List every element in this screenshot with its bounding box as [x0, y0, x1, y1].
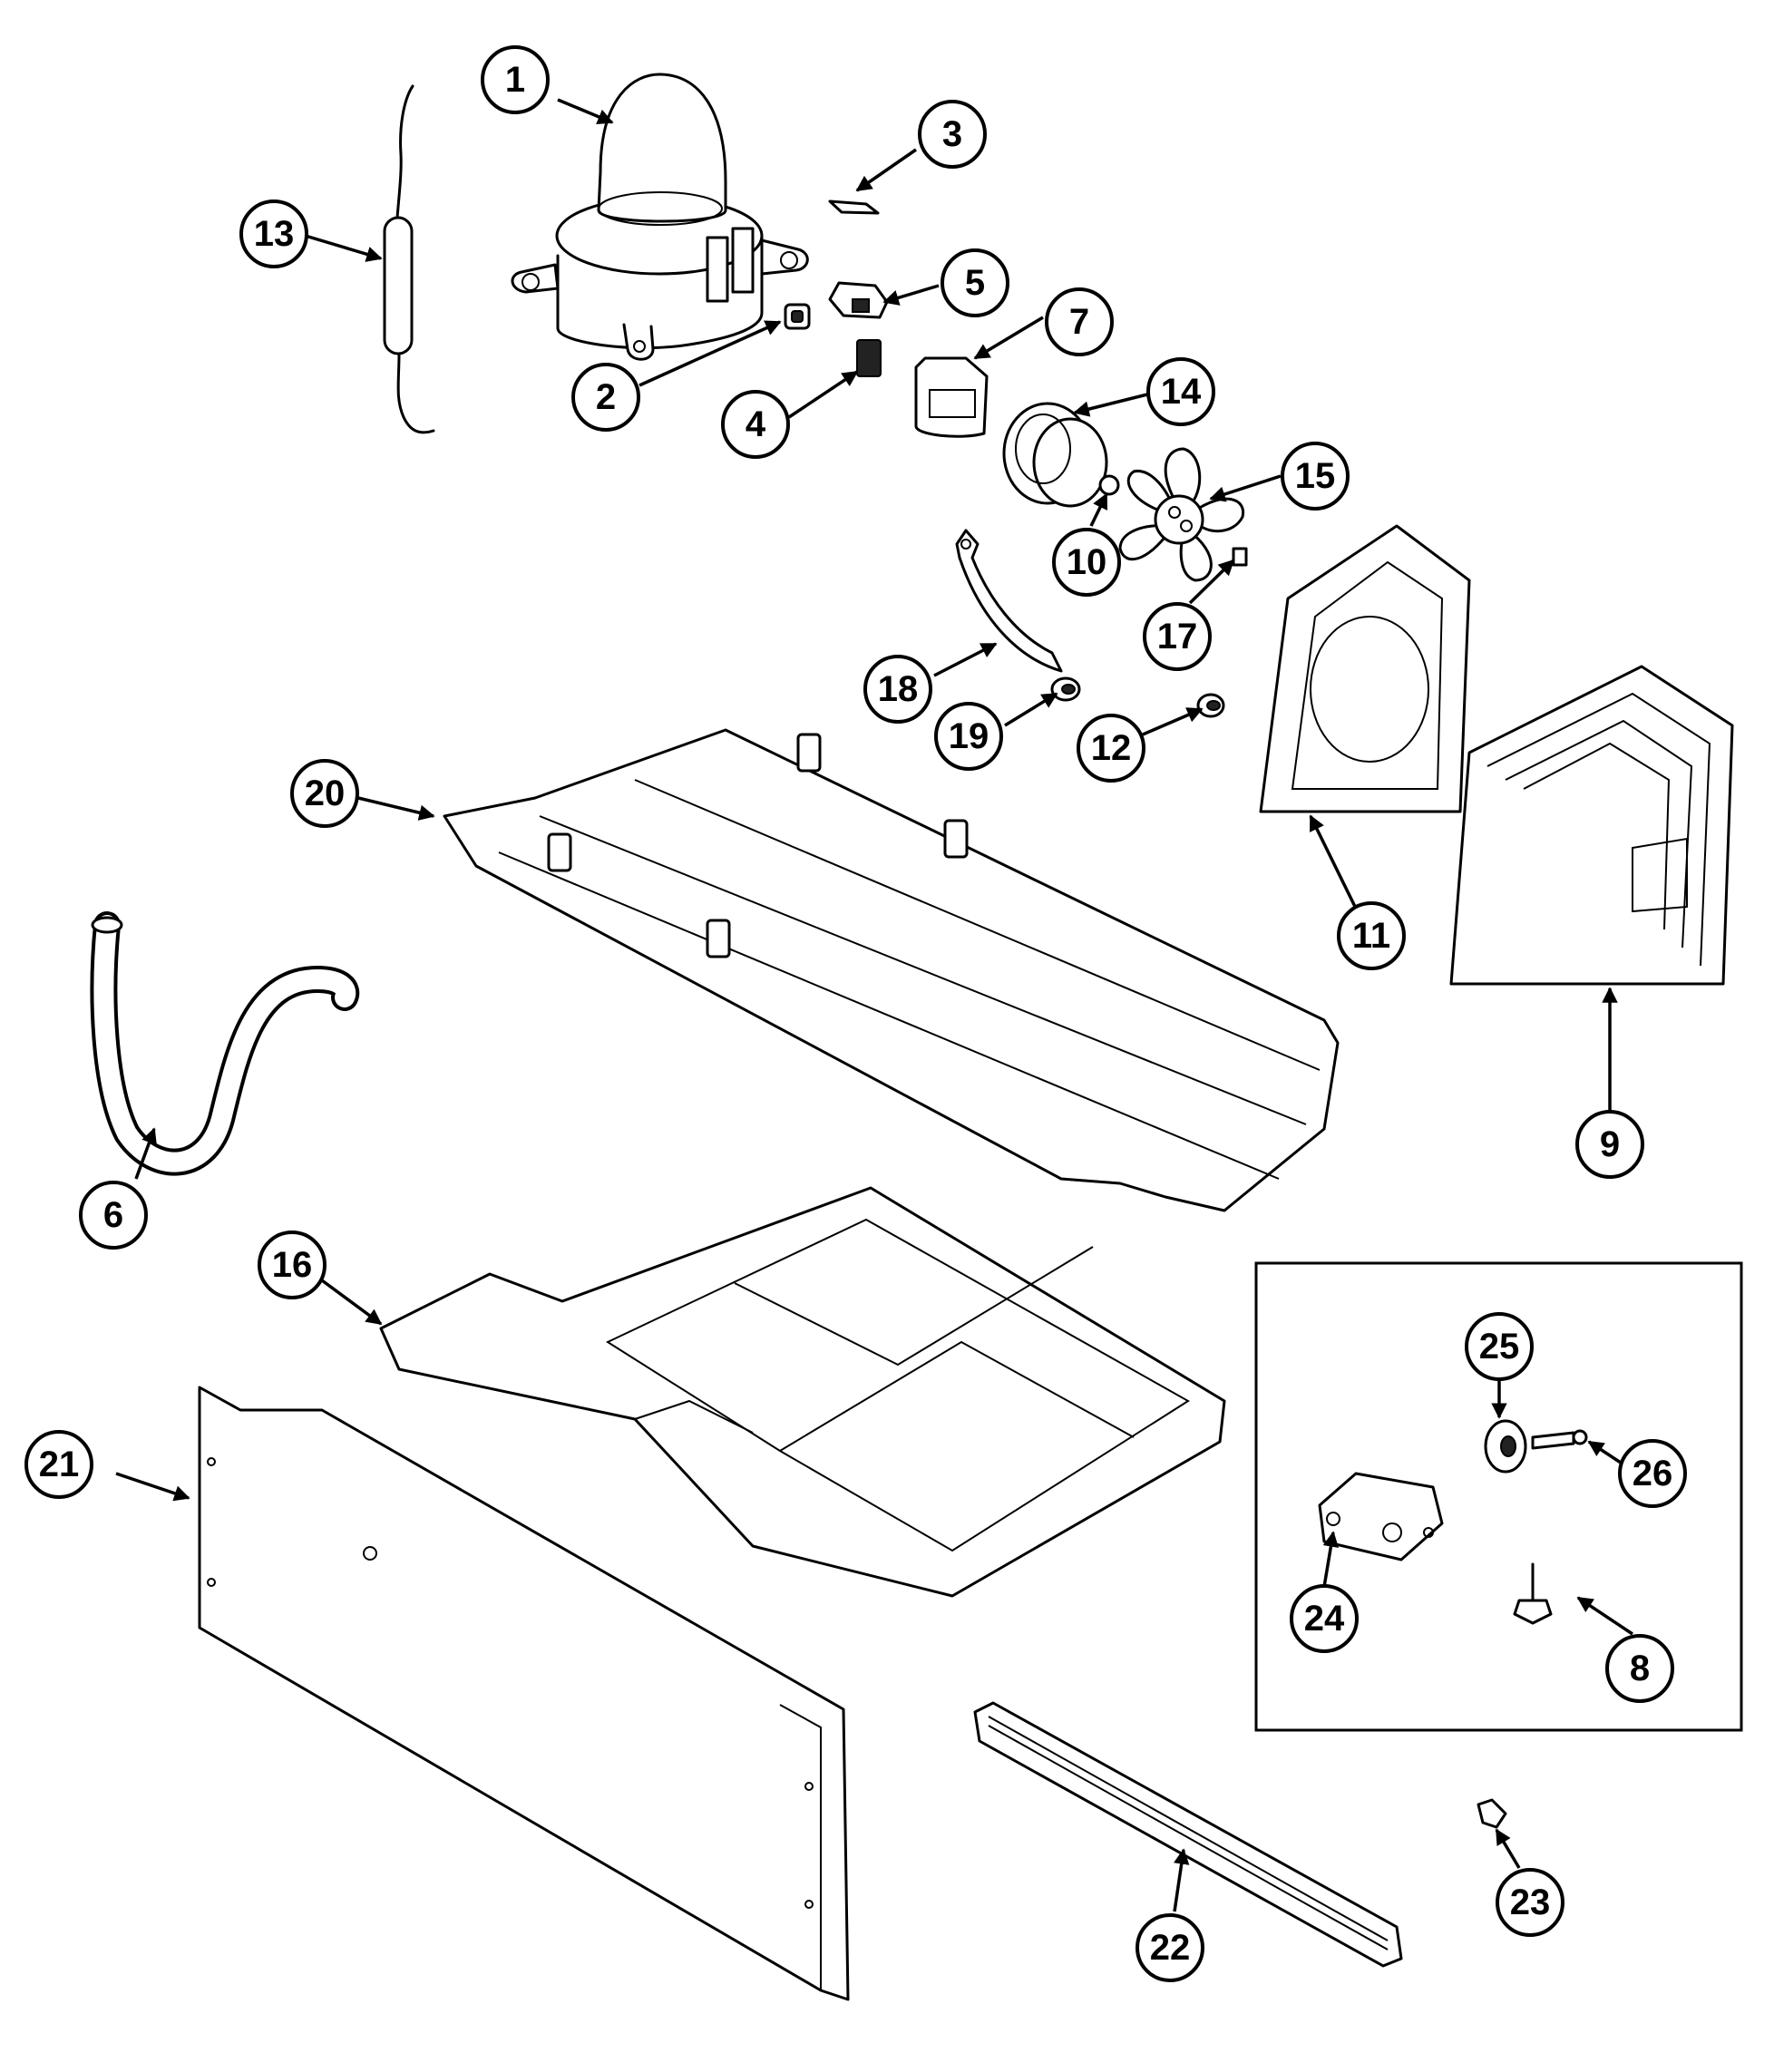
- part-7-relay: [914, 356, 989, 438]
- callout-21: 21: [24, 1430, 93, 1499]
- svg-text:8: 8: [1630, 1649, 1650, 1688]
- callout-18: 18: [863, 655, 932, 724]
- part-23-clip: [1477, 1798, 1507, 1829]
- callout-8: 8: [1605, 1634, 1674, 1703]
- svg-text:26: 26: [1633, 1454, 1673, 1493]
- svg-text:2: 2: [596, 377, 616, 417]
- svg-text:22: 22: [1150, 1928, 1191, 1968]
- part-22-grille: [973, 1701, 1403, 1968]
- callout-20: 20: [290, 759, 359, 828]
- svg-text:19: 19: [949, 716, 989, 756]
- callout-6: 6: [79, 1181, 148, 1250]
- svg-text:15: 15: [1295, 456, 1336, 496]
- part-26-axle-pin: [1531, 1429, 1588, 1450]
- part-16-drain-pan: [379, 1186, 1226, 1598]
- svg-text:24: 24: [1304, 1599, 1345, 1639]
- callout-14: 14: [1146, 357, 1215, 426]
- callout-26: 26: [1618, 1439, 1687, 1508]
- part-21-front-panel: [198, 1386, 850, 2001]
- callout-2: 2: [571, 363, 640, 432]
- callout-9: 9: [1575, 1110, 1644, 1179]
- svg-text:4: 4: [746, 404, 766, 444]
- part-17-clip: [1232, 547, 1248, 567]
- svg-text:7: 7: [1069, 302, 1089, 342]
- svg-text:6: 6: [103, 1195, 123, 1235]
- part-18-bracket: [955, 529, 1063, 673]
- inset-box: [1254, 1261, 1743, 1732]
- svg-text:16: 16: [272, 1245, 313, 1285]
- callout-15: 15: [1281, 442, 1350, 511]
- part-14-fan-motor: [1002, 402, 1108, 508]
- part-25-wheel: [1484, 1419, 1527, 1474]
- part-3-clip: [828, 199, 880, 215]
- part-11-shroud: [1259, 524, 1471, 813]
- svg-text:5: 5: [965, 263, 985, 303]
- svg-text:21: 21: [39, 1445, 80, 1484]
- callout-7: 7: [1045, 287, 1114, 356]
- callout-25: 25: [1465, 1312, 1534, 1381]
- part-4-connector: [856, 339, 882, 377]
- callout-4: 4: [721, 390, 790, 459]
- svg-text:14: 14: [1161, 372, 1202, 412]
- callout-5: 5: [941, 248, 1009, 317]
- part-24-roller-assembly: [1318, 1472, 1444, 1561]
- leader-lines: [115, 98, 1633, 1912]
- part-13-drier: [383, 84, 435, 434]
- svg-text:11: 11: [1352, 916, 1390, 956]
- svg-text:10: 10: [1067, 542, 1107, 582]
- callout-11: 11: [1337, 901, 1406, 970]
- callout-3: 3: [918, 100, 987, 169]
- svg-text:20: 20: [305, 773, 346, 813]
- callout-23: 23: [1496, 1868, 1564, 1937]
- callout-16: 16: [258, 1231, 327, 1299]
- svg-text:23: 23: [1510, 1882, 1551, 1922]
- svg-text:13: 13: [254, 214, 295, 254]
- part-20-base: [443, 728, 1340, 1212]
- part-19-grommet: [1050, 676, 1081, 702]
- svg-text:25: 25: [1479, 1327, 1520, 1367]
- svg-text:3: 3: [942, 114, 962, 154]
- callout-12: 12: [1077, 714, 1145, 783]
- part-6-drain-tube: [90, 911, 360, 1176]
- callout-19: 19: [934, 702, 1003, 771]
- svg-text:17: 17: [1157, 617, 1198, 657]
- callout-22: 22: [1136, 1913, 1204, 1982]
- part-2-grommet: [784, 303, 811, 330]
- part-9-condenser: [1449, 665, 1734, 986]
- callout-13: 13: [239, 199, 308, 268]
- part-5-bracket: [828, 281, 889, 319]
- part-1-compressor: [511, 73, 809, 361]
- callout-1: 1: [481, 45, 550, 114]
- svg-text:12: 12: [1091, 728, 1132, 768]
- callout-17: 17: [1143, 602, 1212, 671]
- part-8-leveling-leg: [1513, 1562, 1553, 1625]
- svg-text:18: 18: [878, 669, 919, 709]
- callout-10: 10: [1052, 528, 1121, 597]
- part-10-nut: [1098, 474, 1120, 496]
- svg-text:1: 1: [505, 60, 525, 100]
- callout-24: 24: [1290, 1584, 1359, 1653]
- part-15-fan-blade: [1118, 447, 1245, 582]
- svg-text:9: 9: [1600, 1124, 1620, 1164]
- part-12-grommet: [1196, 693, 1225, 718]
